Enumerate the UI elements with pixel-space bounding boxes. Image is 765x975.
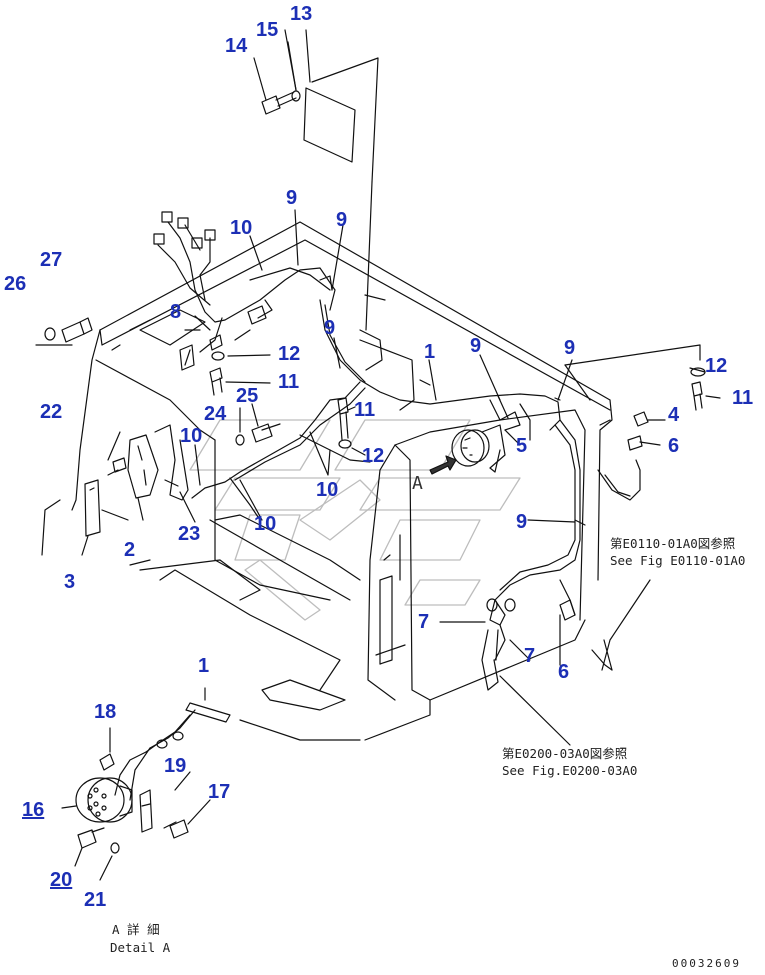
view-marker-a: A	[412, 473, 423, 494]
callout-9-top: 9	[286, 187, 298, 209]
callout-17: 17	[208, 781, 231, 803]
callout-26: 26	[4, 273, 27, 295]
bolt-27	[61, 317, 93, 343]
callout-7-left: 7	[418, 611, 430, 633]
callout-10-top: 10	[230, 217, 253, 239]
washer-12-center	[338, 439, 352, 449]
callout-9-bottom: 9	[516, 511, 528, 533]
callout-22: 22	[40, 401, 63, 423]
leader-13	[305, 29, 311, 83]
clip-6b	[559, 599, 576, 621]
callout-10-left: 10	[180, 425, 203, 447]
callout-25: 25	[236, 385, 259, 407]
callout-12-left: 12	[278, 343, 301, 365]
ref-leader-2	[499, 675, 571, 746]
callout-18: 18	[94, 701, 117, 723]
clip-6	[627, 435, 643, 451]
bolt-14	[253, 57, 297, 115]
drawing-number: 00032609	[672, 957, 741, 970]
bolt-25	[251, 423, 281, 443]
callout-6-bottom: 6	[558, 661, 570, 683]
washer-24	[235, 434, 245, 446]
housing	[35, 221, 701, 741]
callout-1-main: 1	[424, 341, 436, 363]
ref-leader-1	[601, 579, 651, 671]
reference-note-1-en: See Fig E0110-01A0	[610, 553, 746, 568]
washer-26	[44, 327, 56, 341]
reference-note-2-jp: 第E0200-03A0図参照	[502, 746, 628, 761]
callout-10-center: 10	[316, 479, 339, 501]
callout-7-right: 7	[524, 645, 536, 667]
callout-11-left: 11	[278, 371, 300, 393]
callout-24: 24	[204, 403, 227, 425]
washer-12-left	[211, 351, 225, 361]
callout-27: 27	[40, 249, 63, 271]
callout-6-right: 6	[668, 435, 680, 457]
callout-9-mid: 9	[336, 209, 348, 231]
clip-4	[633, 411, 649, 427]
detail-caption-jp: A 詳 細	[112, 922, 160, 937]
callout-3: 3	[64, 571, 76, 593]
detail-caption-en: Detail A	[110, 940, 171, 955]
callout-12-right: 12	[705, 355, 728, 377]
reference-note-2-en: See Fig.E0200-03A0	[502, 763, 638, 778]
view-arrow	[429, 455, 457, 475]
callout-2: 2	[124, 539, 136, 561]
callout-13: 13	[290, 3, 313, 25]
callout-19: 19	[164, 755, 187, 777]
detail-a-drawing	[61, 687, 231, 881]
callout-11-right: 11	[732, 387, 754, 409]
callout-4: 4	[668, 404, 680, 426]
callout-10-bottom: 10	[254, 513, 277, 535]
callout-11-center: 11	[354, 399, 376, 421]
callout-9-center: 9	[470, 335, 482, 357]
callout-20: 20	[50, 869, 73, 891]
bolt-11-right	[691, 381, 703, 411]
callout-9-right: 9	[564, 337, 576, 359]
bolt-11-center	[337, 397, 349, 441]
callout-21: 21	[84, 889, 107, 911]
horn-assembly	[451, 411, 521, 473]
callout-14: 14	[225, 35, 248, 57]
washer-15	[291, 90, 301, 102]
callout-8: 8	[170, 301, 182, 323]
reference-note-1-jp: 第E0110-01A0図参照	[610, 536, 736, 551]
callout-1-detail: 1	[198, 655, 210, 677]
callout-5: 5	[516, 435, 528, 457]
callout-15: 15	[256, 19, 279, 41]
callout-16: 16	[22, 799, 45, 821]
bracket-left	[84, 424, 189, 537]
callout-12-center: 12	[362, 445, 385, 467]
callout-9-left: 9	[324, 317, 336, 339]
callout-23: 23	[178, 523, 201, 545]
bolt-11-left	[209, 367, 223, 396]
wire-terminals-7	[481, 598, 516, 691]
connector-plugs	[153, 211, 333, 351]
callout-leaders	[81, 29, 721, 666]
cover-plate	[303, 57, 379, 331]
wire-harness	[157, 221, 641, 616]
